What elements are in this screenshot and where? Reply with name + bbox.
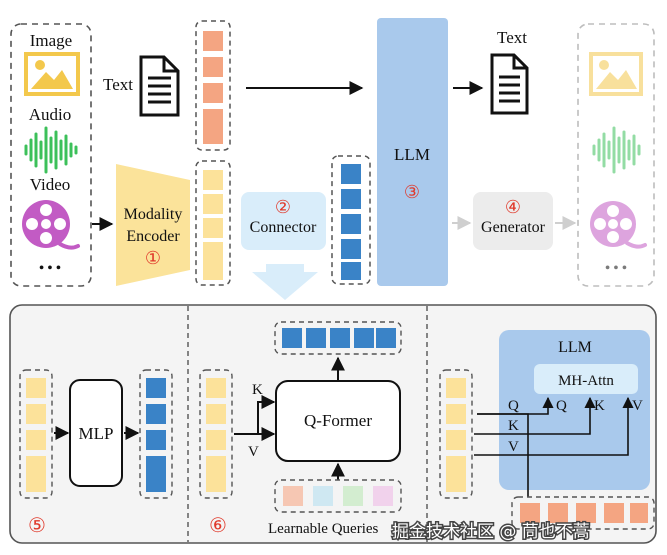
llm-q-out-label: Q	[556, 398, 567, 414]
inputs-ellipsis: • • •	[39, 261, 61, 276]
audio-output-waveform-icon	[592, 126, 641, 174]
qformer-label: Q-Former	[304, 411, 372, 430]
text-output-label: Text	[497, 28, 527, 47]
audio-waveform-icon	[24, 126, 78, 174]
mh-attn-box	[534, 364, 638, 394]
video-reel-icon	[22, 200, 80, 250]
audio-label: Audio	[29, 105, 72, 124]
mh-attn-label: MH-Attn	[558, 373, 614, 389]
modality-token-column	[195, 160, 231, 286]
llm-attn-input-tokens	[439, 369, 473, 499]
encoder-number: ①	[145, 248, 161, 269]
mlp-input-tokens	[19, 369, 53, 499]
expand-down-arrow	[252, 264, 318, 300]
llm-q-in-label: Q	[508, 398, 519, 414]
video-label: Video	[30, 175, 71, 194]
modality-encoder: Modality Encoder ①	[116, 164, 190, 286]
mlp-panel: MLP ⑤	[19, 369, 173, 537]
generator-box: ④ Generator	[473, 192, 553, 250]
encoder-label-line1: Modality	[124, 206, 183, 223]
llm-attn-title: LLM	[558, 339, 592, 356]
video-output-reel-icon	[590, 201, 647, 249]
mlp-label: MLP	[79, 424, 114, 443]
llm-k-in-label: K	[508, 418, 519, 434]
input-modalities-panel: Image Audio Video	[10, 23, 92, 287]
outputs-ellipsis: • • •	[605, 261, 627, 276]
mlp-number: ⑤	[28, 513, 46, 537]
llm-q-arrow	[477, 396, 554, 415]
generator-label: Generator	[481, 219, 546, 236]
mlp-output-tokens	[139, 369, 173, 499]
connector-token-column	[331, 155, 371, 285]
image-icon	[24, 52, 80, 96]
llm-v-arrow	[474, 396, 634, 456]
qformer-box	[275, 380, 401, 462]
qformer-v-label: V	[248, 444, 259, 460]
image-output-icon	[589, 52, 643, 96]
encoder-label-line2: Encoder	[126, 228, 180, 245]
llm-attn-text-tokens	[511, 496, 655, 530]
llm-label: LLM	[394, 145, 430, 164]
qformer-number: ⑥	[209, 513, 227, 537]
learnable-queries-label: Learnable Queries	[268, 521, 379, 537]
text-input-label: Text	[103, 75, 133, 94]
connector-number: ②	[275, 197, 291, 218]
llm-attn-panel: LLM MH-Attn Q K V Q K V	[439, 330, 655, 530]
llm-block: LLM ③	[377, 18, 448, 286]
text-document-icon	[139, 55, 180, 117]
watermark-text: 掘金技术社区 @ 茼也不蒿	[392, 522, 590, 542]
connector-label: Connector	[250, 219, 317, 236]
output-modalities-panel: • • •	[577, 23, 655, 287]
mlp-box	[69, 379, 123, 487]
qformer-panel: K V Q-Former Learnable Queries ⑥	[199, 321, 402, 537]
qformer-output-tokens	[274, 321, 402, 355]
qformer-input-tokens	[199, 369, 233, 499]
image-label: Image	[30, 31, 72, 50]
learnable-queries-tokens	[274, 479, 402, 513]
qformer-k-label: K	[252, 382, 263, 398]
llm-k-arrow	[474, 396, 596, 435]
llm-v-out-label: V	[632, 398, 643, 414]
connector-box: ② Connector	[241, 192, 326, 250]
llm-v-in-label: V	[508, 439, 519, 455]
text-token-column	[195, 20, 231, 151]
llm-number: ③	[404, 182, 420, 203]
generator-number: ④	[505, 197, 521, 218]
text-output-document-icon	[490, 53, 529, 115]
llm-k-out-label: K	[594, 398, 605, 414]
watermark: 掘金技术社区 @ 茼也不蒿	[391, 521, 592, 544]
